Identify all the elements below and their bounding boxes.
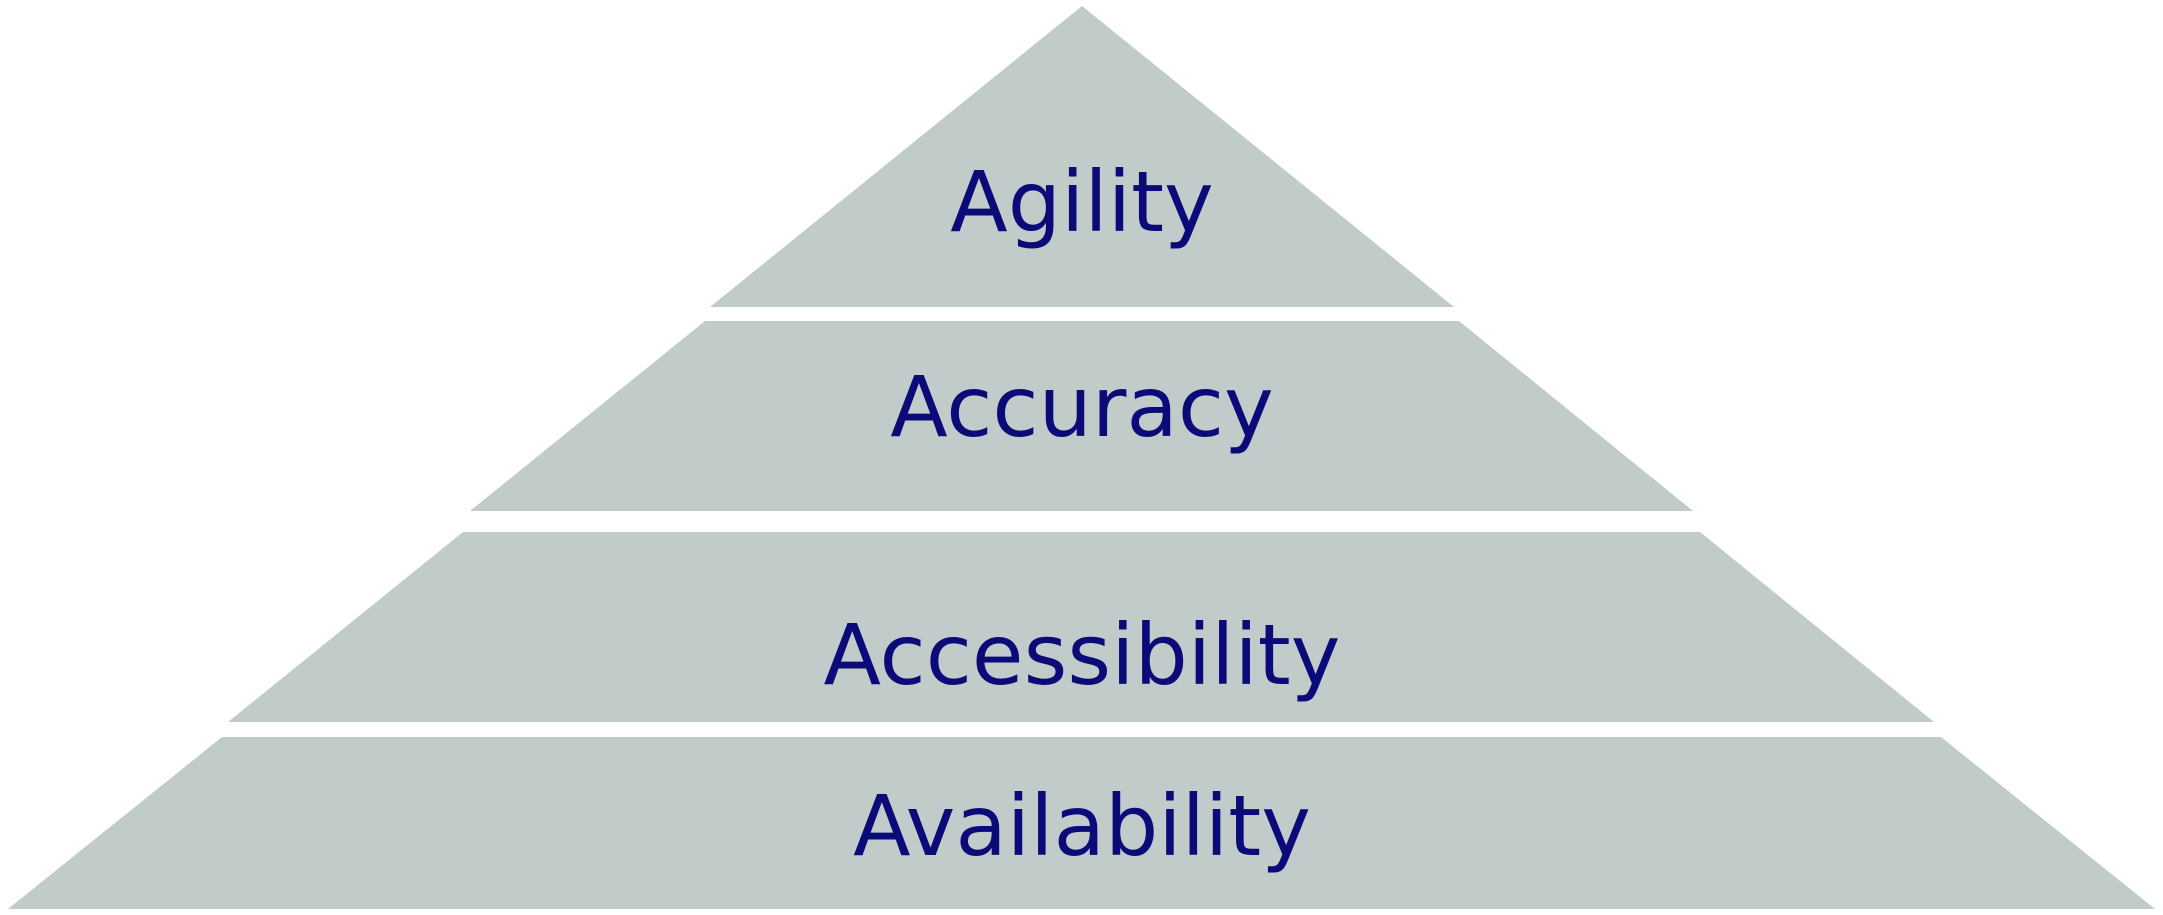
tier-accessibility-label: Accessibility [824, 606, 1341, 704]
tier-accuracy: Accuracy [470, 321, 1693, 511]
tier-agility-label: Agility [950, 153, 1213, 251]
tier-availability-shape [8, 737, 2155, 909]
tier-accessibility: Accessibility [228, 532, 1934, 722]
tier-accuracy-label: Accuracy [890, 358, 1274, 456]
tier-availability: Availability [8, 737, 2155, 909]
tier-accessibility-shape [228, 532, 1934, 722]
tier-agility-shape [710, 6, 1454, 307]
tier-availability-label: Availability [853, 777, 1311, 875]
tier-accuracy-shape [470, 321, 1693, 511]
tier-agility: Agility [710, 6, 1454, 307]
